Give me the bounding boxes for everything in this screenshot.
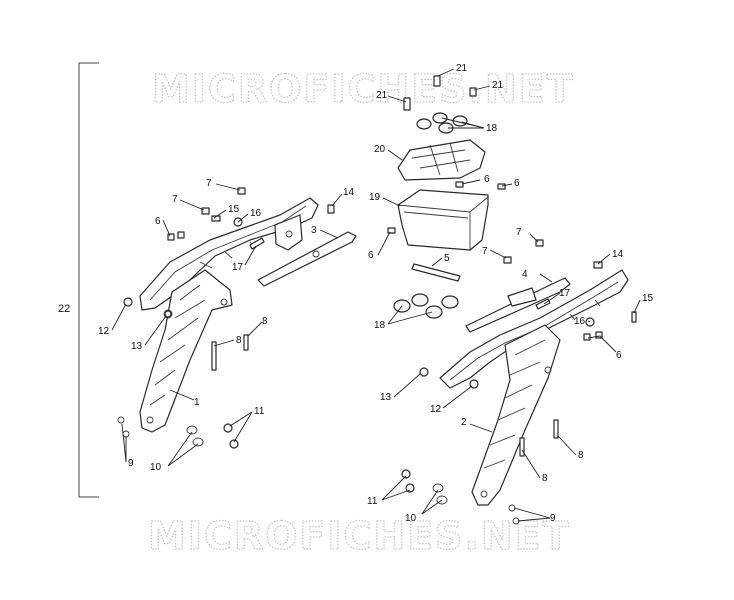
callout-21-a: 21 (456, 63, 468, 74)
callout-6-e: 6 (155, 216, 161, 227)
rod-part-5 (411, 263, 461, 282)
callout-7-d: 7 (172, 194, 178, 205)
callout-5: 5 (444, 253, 450, 264)
callout-8-b: 8 (542, 473, 548, 484)
callout-14-a: 14 (612, 249, 624, 260)
bushings-part-18-mid (393, 293, 459, 319)
callout-6-a: 6 (484, 174, 490, 185)
callout-19: 19 (369, 192, 381, 203)
watermark-bottom: MICROFICHES.NET (148, 514, 571, 558)
callout-13-b: 13 (131, 341, 143, 352)
callout-12-b: 12 (98, 326, 110, 337)
assembly-bracket: 22 (58, 62, 99, 498)
callout-2: 2 (461, 417, 467, 428)
callout-15-a: 15 (642, 293, 654, 304)
callout-numbers: 21 21 21 18 20 19 6 6 6 5 7 7 4 14 17 15… (98, 63, 654, 524)
callout-12-a: 12 (430, 404, 442, 415)
callout-21-c: 21 (376, 90, 388, 101)
assembly-label: 22 (58, 303, 70, 315)
callout-7-a: 7 (516, 227, 522, 238)
callout-9-b: 9 (128, 458, 134, 469)
callout-11-a: 11 (367, 496, 378, 507)
callout-8-d: 8 (262, 316, 268, 327)
callout-3: 3 (311, 225, 317, 236)
left-frame-part (139, 197, 319, 433)
callout-17-a: 17 (559, 288, 571, 299)
callout-9-a: 9 (550, 513, 556, 524)
callout-18-a: 18 (486, 123, 498, 134)
callout-14-b: 14 (343, 187, 355, 198)
callout-21-b: 21 (492, 80, 504, 91)
right-frame-part (439, 269, 629, 506)
callout-11-b: 11 (254, 406, 265, 417)
callout-10-a: 10 (405, 513, 417, 524)
callout-8-c: 8 (236, 335, 242, 346)
stay-part-4 (465, 277, 571, 333)
hardware-small-parts (117, 75, 637, 525)
leader-lines (111, 68, 641, 522)
watermark-top: MICROFICHES.NET (152, 67, 575, 111)
callout-16-b: 16 (250, 208, 262, 219)
callout-6-c: 6 (368, 250, 374, 261)
callout-6-d: 6 (616, 350, 622, 361)
callout-10-b: 10 (150, 462, 162, 473)
bushings-part-18-top (416, 112, 468, 134)
box-part-19 (397, 189, 489, 251)
callout-20: 20 (374, 144, 386, 155)
callout-6-b: 6 (514, 178, 520, 189)
callout-13-a: 13 (380, 392, 392, 403)
callout-7-b: 7 (482, 246, 488, 257)
callout-15-b: 15 (228, 204, 240, 215)
callout-1: 1 (194, 397, 200, 408)
callout-18-b: 18 (374, 320, 386, 331)
callout-8-a: 8 (578, 450, 584, 461)
plate-part-20 (397, 139, 486, 181)
callout-7-c: 7 (206, 178, 212, 189)
callout-4: 4 (522, 269, 528, 280)
callout-16-a: 16 (574, 316, 586, 327)
stay-part-3 (257, 231, 357, 287)
callout-17-b: 17 (232, 262, 244, 273)
